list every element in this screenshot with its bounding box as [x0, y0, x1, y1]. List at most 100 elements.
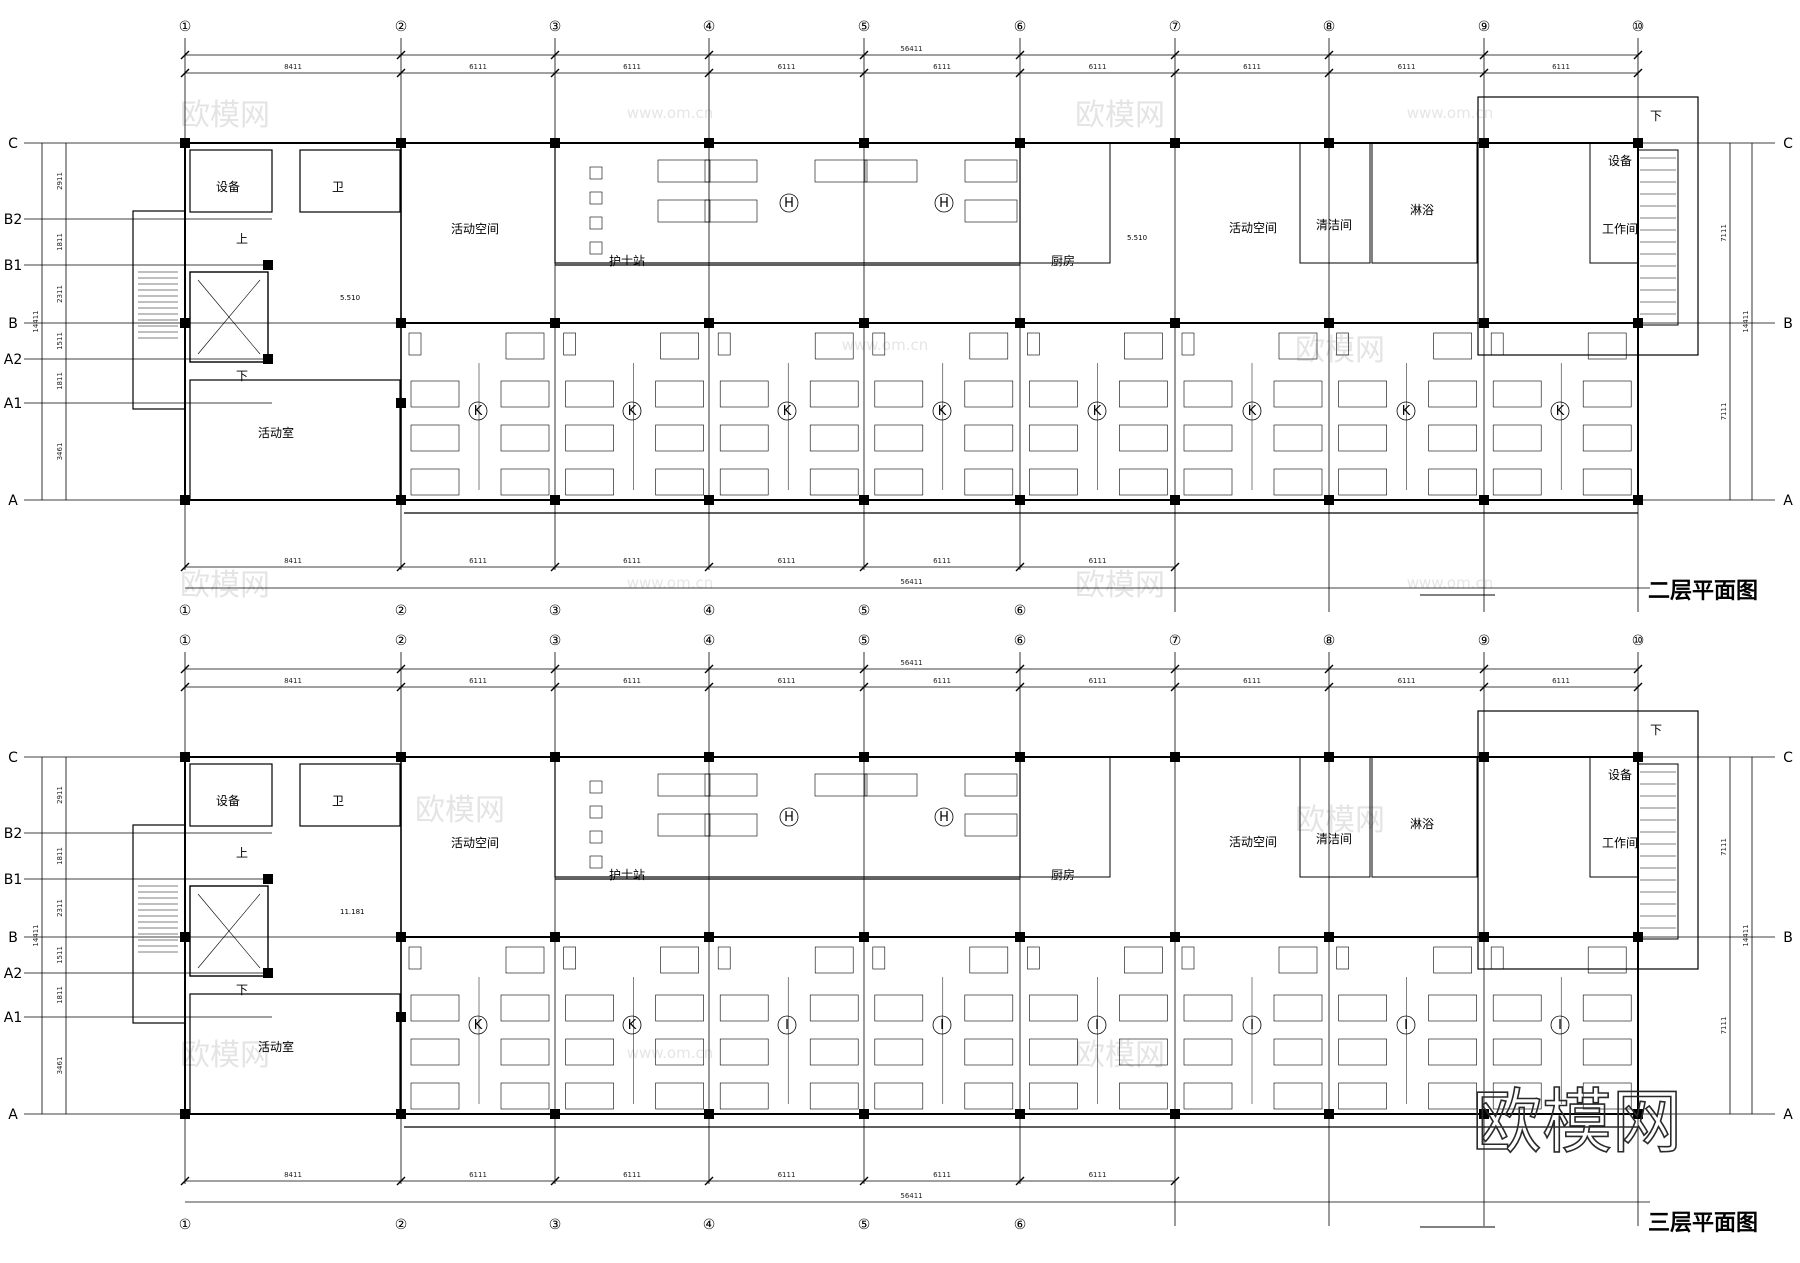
- ward-mark-circle: [1396, 401, 1416, 421]
- dim-tick: [180, 1176, 190, 1186]
- column-axis-label-bottom: ③: [549, 1217, 562, 1233]
- span-dimension-top: 6111: [1243, 677, 1261, 685]
- bed: [1029, 1038, 1078, 1066]
- wardrobe: [717, 332, 731, 356]
- elevator-cross: [197, 893, 261, 969]
- dim-tick: [1479, 68, 1489, 78]
- dim-tick: [859, 50, 869, 60]
- watermark-logo: 欧模网: [1075, 98, 1165, 133]
- bed: [1119, 424, 1168, 452]
- bed: [1582, 994, 1632, 1022]
- room-wc: [299, 149, 401, 213]
- room-label: 活动空间: [451, 222, 499, 236]
- span-dimension-top: 6111: [1398, 63, 1416, 71]
- bed: [655, 468, 704, 496]
- watermark-logo: 欧模网: [180, 1038, 270, 1073]
- stair-direction-label: 下: [1650, 109, 1662, 123]
- bed: [874, 424, 924, 452]
- column-axis-label-bottom: ⑥: [1014, 603, 1027, 619]
- side-dimension-left: 1811: [56, 372, 64, 390]
- dim-tick: [1170, 50, 1180, 60]
- column: [396, 495, 406, 505]
- overall-dimension-top: 56411: [900, 45, 922, 53]
- watermark-url: www.om.cn: [1407, 574, 1494, 592]
- dim-tick: [396, 68, 406, 78]
- column: [263, 354, 273, 364]
- side-total-right: 14411: [1742, 924, 1750, 946]
- column: [180, 752, 190, 762]
- dim-tick: [180, 50, 190, 60]
- column-axis-label: ⑩: [1632, 19, 1645, 35]
- dim-tick: [550, 682, 560, 692]
- column: [859, 138, 869, 148]
- column-axis-label-bottom: ②: [395, 1217, 408, 1233]
- bed: [864, 159, 918, 183]
- bed: [657, 773, 711, 797]
- column-axis-label: ⑤: [858, 633, 871, 649]
- dim-tick: [704, 664, 714, 674]
- ward-mark-label: I: [785, 1018, 789, 1033]
- bed: [1582, 380, 1632, 408]
- bed: [1428, 994, 1477, 1022]
- bed: [1492, 424, 1542, 452]
- dim-tick: [859, 1176, 869, 1186]
- dim-tick: [1170, 68, 1180, 78]
- row-axis-label-left: A2: [4, 966, 22, 982]
- span-dimension-bottom: 6111: [623, 1171, 641, 1179]
- toilet-cubicle: [1278, 946, 1318, 974]
- ward-mark-label: K: [628, 404, 637, 419]
- dim-tick: [396, 562, 406, 572]
- column: [1015, 752, 1025, 762]
- toilet-cubicle: [505, 332, 545, 360]
- bed: [874, 468, 924, 496]
- side-dimension-left: 3461: [56, 1057, 64, 1075]
- span-dimension-top: 6111: [1089, 677, 1107, 685]
- wardrobe: [1027, 332, 1040, 356]
- column-axis-label-bottom: ④: [703, 1217, 716, 1233]
- bed: [874, 1082, 924, 1110]
- row-axis-label-right: C: [1783, 750, 1793, 766]
- column: [263, 260, 273, 270]
- column-axis-label: ⑦: [1169, 19, 1182, 35]
- bed: [1338, 380, 1387, 408]
- column: [1015, 1109, 1025, 1119]
- room-label: 厨房: [1051, 253, 1075, 268]
- dim-tick: [396, 664, 406, 674]
- column: [550, 318, 560, 328]
- ward-mark-label: I: [1095, 1018, 1099, 1033]
- room-label: 活动空间: [1229, 835, 1277, 849]
- column: [180, 138, 190, 148]
- bed: [1183, 424, 1233, 452]
- bed: [1183, 1038, 1233, 1066]
- row-axis-label-right: C: [1783, 136, 1793, 152]
- dim-tick: [180, 562, 190, 572]
- column-axis-label: ①: [179, 19, 192, 35]
- dim-tick: [1633, 50, 1643, 60]
- ward-mark-circle: [468, 1015, 488, 1035]
- column: [396, 932, 406, 942]
- span-dimension-top: 6111: [1398, 677, 1416, 685]
- span-dimension-top: 6111: [778, 63, 796, 71]
- room-label: 厨房: [1051, 867, 1075, 882]
- overall-dimension-bottom: 56411: [900, 578, 922, 586]
- stair-direction-label: 下: [236, 983, 248, 997]
- column-axis-label: ②: [395, 19, 408, 35]
- toilet-cubicle: [1124, 946, 1163, 974]
- column: [396, 1109, 406, 1119]
- bed: [719, 1038, 769, 1066]
- column-axis-label-bottom: ⑤: [858, 603, 871, 619]
- toilet-cubicle: [660, 946, 699, 974]
- plan-title: 二层平面图: [1648, 579, 1758, 604]
- bed: [719, 380, 769, 408]
- bed: [1492, 994, 1542, 1022]
- column-axis-label-bottom: ⑥: [1014, 1217, 1027, 1233]
- bed: [410, 1038, 460, 1066]
- chair: [589, 830, 603, 844]
- room-label: 淋浴: [1410, 817, 1434, 831]
- dim-tick: [550, 1176, 560, 1186]
- column: [1324, 752, 1334, 762]
- toilet-cubicle: [969, 332, 1009, 360]
- bed: [719, 468, 769, 496]
- wardrobe: [717, 946, 731, 970]
